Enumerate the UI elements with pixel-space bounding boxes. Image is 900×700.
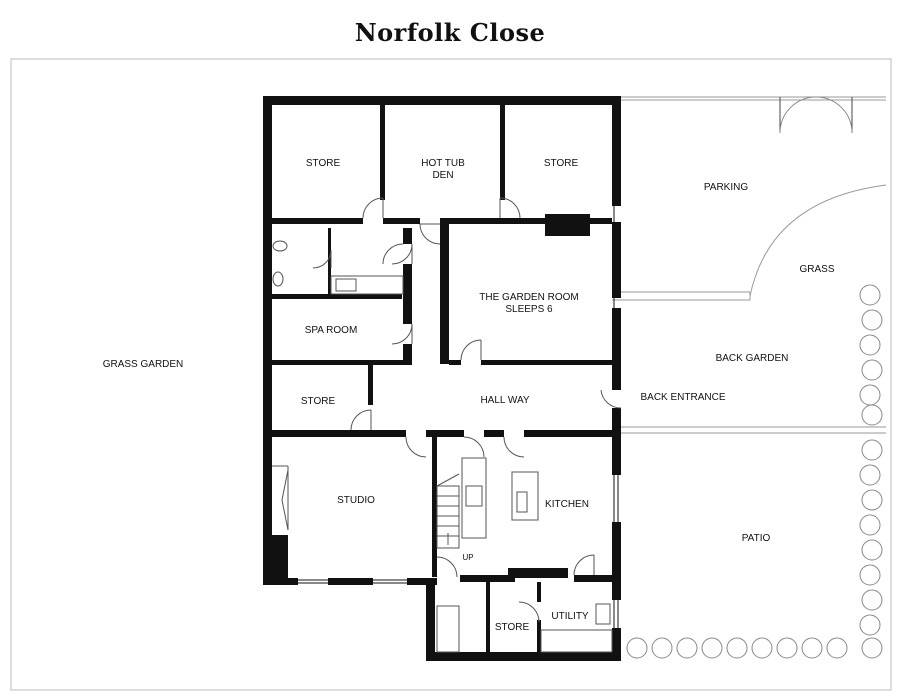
room-label-garden-room-line2: SLEEPS 6: [505, 304, 553, 315]
area-label-grass-garden: GRASS GARDEN: [103, 359, 184, 370]
room-label-store-top-left: STORE: [306, 158, 341, 169]
stairs-up-label: UP: [462, 553, 473, 562]
hedge-row: [626, 637, 848, 659]
room-label-utility: UTILITY: [551, 611, 589, 622]
room-label-garden-room-line1: THE GARDEN ROOM: [479, 292, 578, 303]
room-label-store-bottom: STORE: [495, 622, 530, 633]
stairs: [436, 473, 460, 549]
area-label-grass: GRASS: [799, 264, 834, 275]
room-label-studio: STUDIO: [337, 495, 375, 506]
room-label-kitchen: KITCHEN: [545, 499, 589, 510]
room-label-hot-tub-den-line2: DEN: [432, 170, 453, 181]
grass-curve: [749, 184, 887, 297]
room-label-spa-room: SPA ROOM: [305, 325, 358, 336]
room-label-store-mid: STORE: [301, 396, 336, 407]
hedge-column: [859, 284, 883, 659]
room-label-hot-tub-den-line1: HOT TUB: [421, 158, 465, 169]
room-label-hall-way: HALL WAY: [480, 395, 529, 406]
room-label-store-top-right: STORE: [544, 158, 579, 169]
gate-icon: [779, 96, 853, 134]
walls: [263, 96, 621, 661]
windows: [298, 206, 619, 628]
site-boundary: [10, 58, 892, 691]
plan-title: Norfolk Close: [354, 18, 546, 47]
fixtures: [272, 240, 613, 653]
area-label-parking: PARKING: [704, 182, 748, 193]
door-swings: [312, 197, 622, 623]
area-label-back-entrance: BACK ENTRANCE: [640, 392, 725, 403]
area-label-patio: PATIO: [742, 533, 771, 544]
area-label-back-garden: BACK GARDEN: [716, 353, 789, 364]
